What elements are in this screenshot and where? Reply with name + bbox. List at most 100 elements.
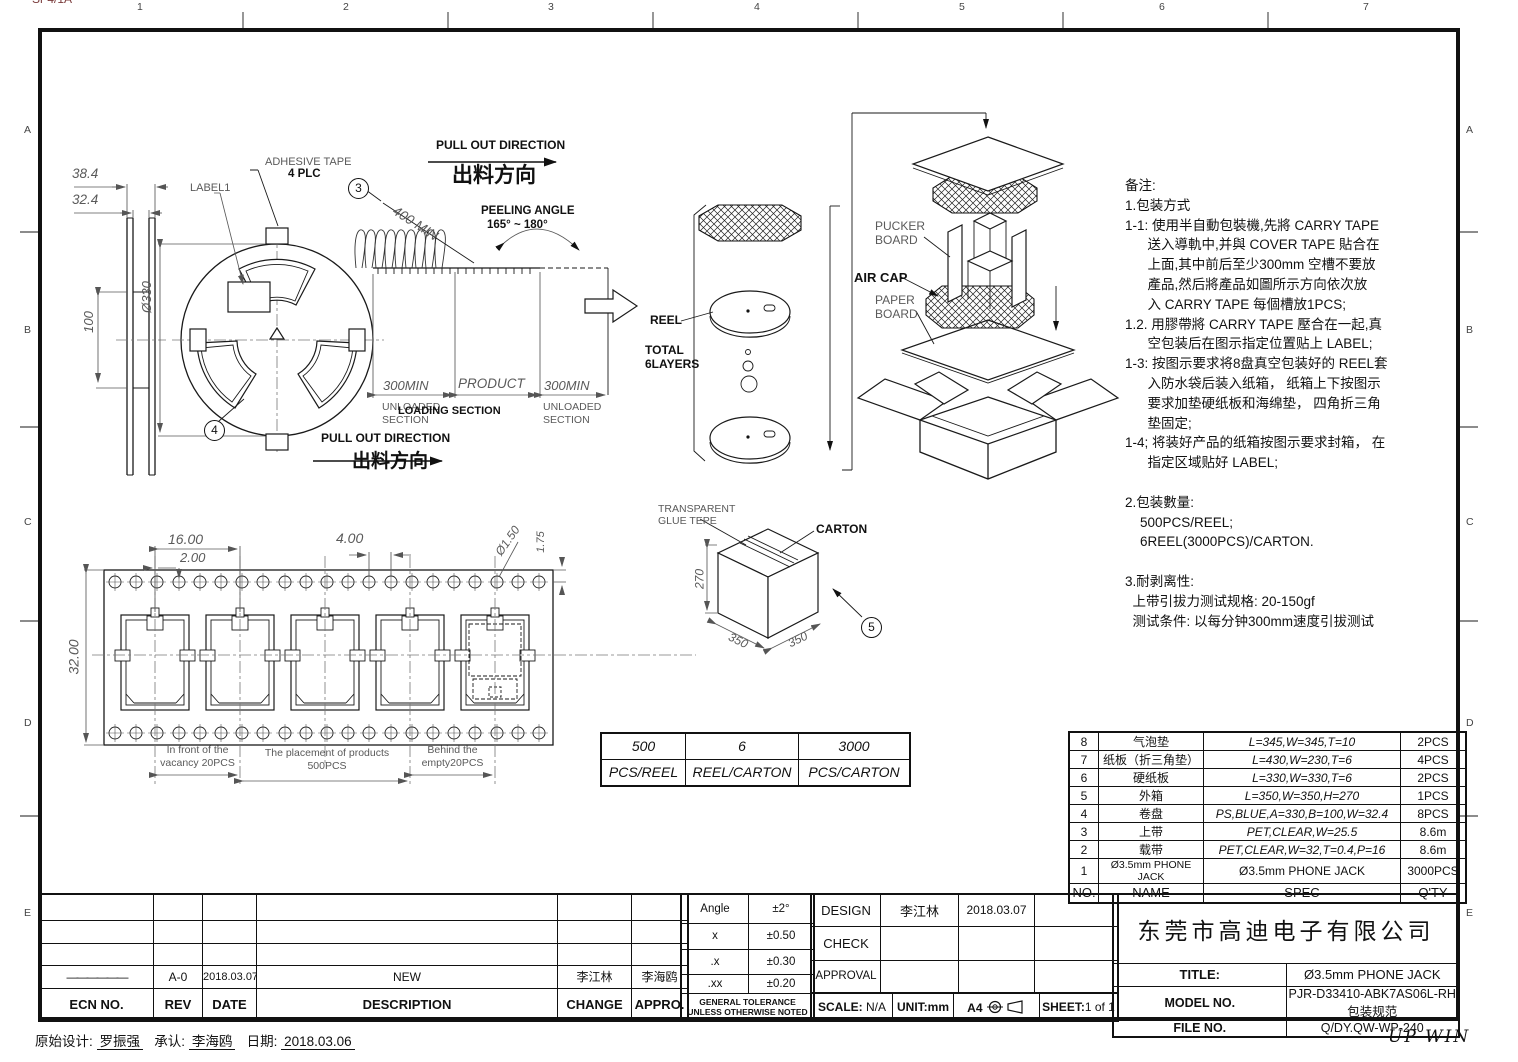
section-label-mid: LOADING SECTION	[398, 405, 501, 417]
section-dim-mid: PRODUCT	[458, 376, 525, 391]
section-label-left: UNLOADED SECTION	[382, 401, 441, 426]
ratio-l3: PCS/CARTON	[798, 758, 911, 787]
model-label: MODEL NO.	[1112, 985, 1287, 1021]
tol-x-label: x	[680, 922, 749, 950]
part-name: 上带	[1098, 822, 1204, 841]
zone-col-5: 5	[959, 1, 965, 13]
tape-hole-pitch-dim: 4.00	[336, 530, 364, 546]
part-no: 5	[1068, 786, 1099, 805]
company-block: 东莞市高迪电子有限公司 TITLE: Ø3.5mm PHONE JACK MOD…	[1112, 893, 1460, 1038]
table-row: 8 气泡垫 L=345,W=345,T=10 2PCS	[1068, 731, 1467, 751]
ratio-v1: 500	[600, 732, 686, 760]
tol-0xx-label: .xx	[680, 973, 749, 994]
tape-offset-dim: 2.00	[180, 550, 206, 565]
unit-label: UNIT:mm	[892, 992, 954, 1022]
tol-angle-value: ±2°	[748, 893, 815, 924]
balloon-4: 4	[204, 420, 225, 441]
reel-inner-width-dim: 32.4	[72, 192, 99, 207]
ratio-l1: PCS/REEL	[600, 758, 686, 787]
part-name: 载带	[1098, 840, 1204, 859]
model-value: PJR-D33410-ABK7AS06L-RH包装规范	[1285, 985, 1460, 1021]
tape-width-dim: 32.00	[65, 639, 82, 675]
section-dim-left: 300MIN	[383, 378, 429, 393]
part-spec: PET,CLEAR,W=32,T=0.4,P=16	[1203, 840, 1401, 859]
paper-board-label: PAPER BOARD	[875, 293, 918, 321]
zone-row-e: E	[24, 907, 32, 919]
approval-table: DESIGN 李江林 2018.03.07 CHECK APPROVAL	[810, 893, 1119, 994]
header-rev: REV	[153, 987, 203, 1022]
design-label: DESIGN	[810, 893, 881, 927]
zone-row-d-right: D	[1466, 717, 1474, 729]
tol-0x-label: .x	[680, 948, 749, 975]
ratio-v3: 3000	[798, 732, 911, 760]
rev-rev: A-0	[153, 964, 203, 989]
rev-change: 李江林	[557, 964, 632, 989]
paper-size: A4	[967, 1001, 983, 1015]
part-no: 2	[1068, 840, 1099, 859]
title-value: Ø3.5mm PHONE JACK	[1285, 962, 1460, 987]
approve-label: 承认:	[154, 1034, 186, 1049]
corner-note: Sr 4/1A	[32, 0, 72, 6]
scale-value: N/A	[866, 1000, 887, 1014]
zone-row-a: A	[24, 124, 32, 136]
zone-col-2: 2	[343, 1, 349, 13]
ratio-table: 500 6 3000 PCS/REEL REEL/CARTON PCS/CART…	[600, 732, 911, 787]
air-cap-label: AIR CAP	[854, 270, 908, 285]
glue-tape-label: TRANSPARENT GLUE TEPE	[658, 503, 736, 527]
part-qty: 8PCS	[1400, 804, 1467, 823]
company-name: 东莞市高迪电子有限公司	[1112, 893, 1460, 964]
rev-date: 2018.03.07	[202, 964, 257, 989]
scale-label: SCALE:	[817, 1000, 863, 1014]
part-spec: L=345,W=345,T=10	[1203, 731, 1401, 751]
section-label-right: UNLOADED SECTION	[543, 401, 602, 426]
pullout-bottom-en: PULL OUT DIRECTION	[321, 431, 451, 445]
tape-behind-label: Behind the empty20PCS	[421, 744, 484, 769]
part-no: 3	[1068, 822, 1099, 841]
part-no: 8	[1068, 731, 1099, 751]
rev-desc: NEW	[256, 964, 558, 989]
parts-table: 8 气泡垫 L=345,W=345,T=10 2PCS 7 纸板（折三角垫） L…	[1068, 731, 1467, 904]
tape-mid-label: The placement of products 500PCS	[264, 747, 390, 772]
part-name: 纸板（折三角垫）	[1098, 750, 1204, 769]
file-label: FILE NO.	[1112, 1019, 1287, 1038]
file-value: Q/DY.QW-WP-240	[1285, 1019, 1460, 1038]
reel-hub-dim: 100	[80, 311, 96, 333]
design-date: 2018.03.07	[958, 893, 1035, 927]
part-qty: 3000PCS	[1400, 858, 1467, 884]
footer-date-value: 2018.03.06	[281, 1034, 355, 1050]
ratio-v2: 6	[685, 732, 799, 760]
zone-col-6: 6	[1159, 1, 1165, 13]
reel-stack-label: REEL	[650, 313, 683, 327]
tol-angle-label: Angle	[680, 893, 749, 924]
zone-row-b-right: B	[1466, 324, 1474, 336]
projection-symbol-icon	[986, 1000, 1023, 1014]
zone-row-a-right: A	[1466, 124, 1474, 136]
table-row: 4 卷盘 PS,BLUE,A=330,B=100,W=32.4 8PCS	[1068, 804, 1467, 823]
tolerance-note: GENERAL TOLERANCE UNLESS OTHERWISE NOTED	[680, 992, 815, 1022]
tol-0x-value: ±0.30	[748, 948, 815, 975]
reel-diameter-dim: Ø330	[138, 281, 154, 313]
part-spec: Ø3.5mm PHONE JACK	[1203, 858, 1401, 884]
part-name: 卷盘	[1098, 804, 1204, 823]
revision-row: —————— A-0 2018.03.07 NEW 李江林 李海鸥	[38, 964, 689, 989]
sheet-label: SHEET:	[1042, 1000, 1085, 1014]
part-name: Ø3.5mm PHONE JACK	[1098, 858, 1204, 884]
zone-col-3: 3	[548, 1, 554, 13]
check-label: CHECK	[810, 925, 881, 961]
part-name: 硬纸板	[1098, 768, 1204, 787]
tol-0xx-value: ±0.20	[748, 973, 815, 994]
pucker-board-label: PUCKER BOARD	[875, 219, 926, 247]
part-no: 7	[1068, 750, 1099, 769]
footer-date-label: 日期:	[246, 1034, 278, 1049]
peeling-angle-title: PEELING ANGLE	[481, 205, 575, 217]
zone-row-c-right: C	[1466, 516, 1474, 528]
balloon-5: 5	[861, 617, 882, 638]
part-spec: PET,CLEAR,W=25.5	[1203, 822, 1401, 841]
header-desc: DESCRIPTION	[256, 987, 558, 1022]
carton-height-dim: 270	[692, 568, 707, 590]
balloon-3: 3	[348, 178, 369, 199]
pullout-bottom-cn: 出料方向	[352, 451, 429, 472]
part-spec: L=430,W=230,T=6	[1203, 750, 1401, 769]
section-dim-right: 300MIN	[544, 378, 590, 393]
